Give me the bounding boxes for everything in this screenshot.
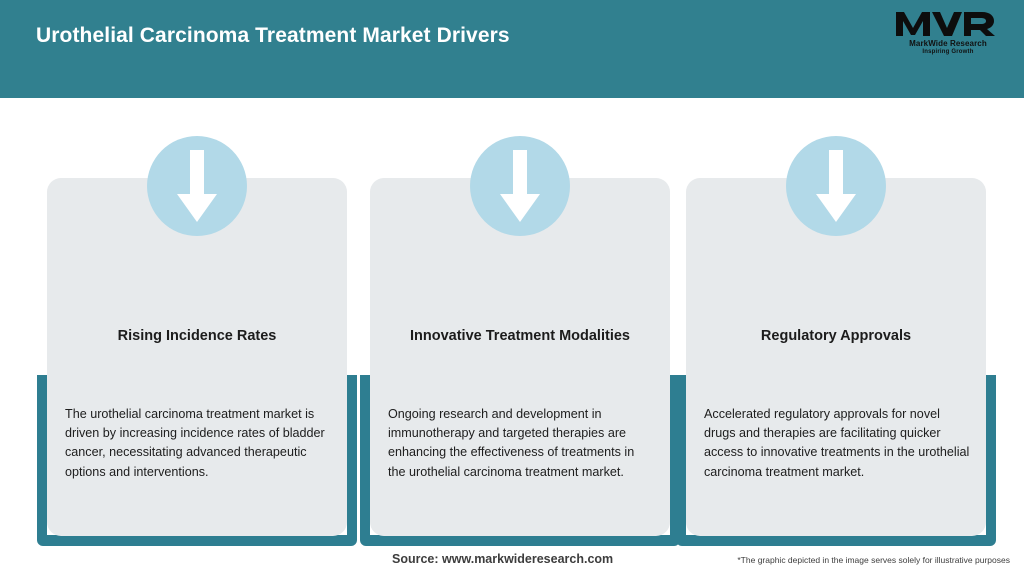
down-arrow-icon: [786, 136, 886, 236]
driver-card-body: The urothelial carcinoma treatment marke…: [65, 407, 325, 479]
driver-card-panel: Innovative Treatment Modalities Ongoing …: [370, 178, 670, 536]
mwr-logo-icon: [896, 12, 995, 36]
page-title: Urothelial Carcinoma Treatment Market Dr…: [36, 24, 510, 47]
drivers-card-group: Rising Incidence Rates The urothelial ca…: [0, 98, 1024, 548]
source-label: Source: www.markwideresearch.com: [392, 552, 614, 566]
driver-card-title: Regulatory Approvals: [760, 328, 912, 344]
page-header: Urothelial Carcinoma Treatment Market Dr…: [0, 0, 1024, 98]
down-arrow-icon: [470, 136, 570, 236]
driver-card-body: Ongoing research and development in immu…: [388, 407, 635, 479]
driver-card-title: Rising Incidence Rates: [117, 328, 277, 344]
driver-card-body: Accelerated regulatory approvals for nov…: [704, 407, 970, 479]
driver-card-3: Regulatory Approvals Accelerated regulat…: [676, 98, 996, 548]
driver-card-title: Innovative Treatment Modalities: [410, 328, 630, 344]
brand-logo: MarkWide Research Inspiring Growth: [894, 8, 1002, 60]
driver-card-1: Rising Incidence Rates The urothelial ca…: [37, 98, 357, 548]
down-arrow-icon: [147, 136, 247, 236]
disclaimer-note: *The graphic depicted in the image serve…: [737, 555, 1010, 565]
logo-tagline: Inspiring Growth: [922, 49, 974, 55]
driver-card-2: Innovative Treatment Modalities Ongoing …: [360, 98, 680, 548]
page-footer: Source: www.markwideresearch.com *The gr…: [0, 548, 1024, 576]
logo-company-name: MarkWide Research: [909, 39, 987, 48]
driver-card-panel: Rising Incidence Rates The urothelial ca…: [47, 178, 347, 536]
driver-card-panel: Regulatory Approvals Accelerated regulat…: [686, 178, 986, 536]
